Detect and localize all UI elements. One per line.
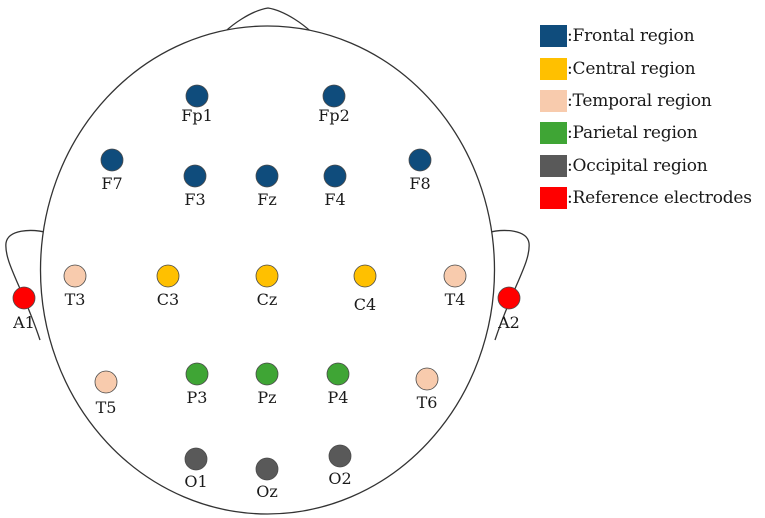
electrode-label-c3: C3 xyxy=(157,290,179,309)
electrode-label-f4: F4 xyxy=(324,190,345,209)
electrode-fz xyxy=(255,164,279,188)
electrode-label-f7: F7 xyxy=(101,174,122,193)
electrode-label-cz: Cz xyxy=(257,290,278,309)
electrode-c3 xyxy=(156,264,180,288)
electrode-label-t4: T4 xyxy=(445,290,466,309)
electrode-t6 xyxy=(415,367,439,391)
electrode-label-f3: F3 xyxy=(184,190,205,209)
electrode-f8 xyxy=(408,148,432,172)
legend-item-occipital: :Occipital region xyxy=(540,150,752,182)
nose-outline xyxy=(209,7,327,49)
electrode-f3 xyxy=(183,164,207,188)
electrode-fp2 xyxy=(322,84,346,108)
legend-swatch-temporal xyxy=(540,89,567,112)
legend-item-temporal: :Temporal region xyxy=(540,85,752,117)
legend-label-reference: :Reference electrodes xyxy=(567,188,752,209)
legend-swatch-frontal xyxy=(540,25,567,48)
electrode-a1 xyxy=(12,286,36,310)
electrode-label-fz: Fz xyxy=(257,190,277,209)
legend-item-parietal: :Parietal region xyxy=(540,117,752,149)
electrode-t4 xyxy=(443,264,467,288)
electrode-label-pz: Pz xyxy=(257,388,276,407)
electrode-o2 xyxy=(328,444,352,468)
electrode-pz xyxy=(255,362,279,386)
electrode-p4 xyxy=(326,362,350,386)
electrode-label-p3: P3 xyxy=(187,388,208,407)
electrode-oz xyxy=(255,457,279,481)
legend-label-occipital: :Occipital region xyxy=(567,155,708,176)
electrode-label-c4: C4 xyxy=(354,295,376,314)
legend: :Frontal region :Central region :Tempora… xyxy=(540,20,752,214)
legend-label-frontal: :Frontal region xyxy=(567,26,695,47)
electrode-label-t5: T5 xyxy=(96,398,117,417)
legend-swatch-reference xyxy=(540,187,567,210)
electrode-label-oz: Oz xyxy=(256,482,278,501)
electrode-p3 xyxy=(185,362,209,386)
legend-item-reference: :Reference electrodes xyxy=(540,182,752,214)
electrode-label-t6: T6 xyxy=(417,393,438,412)
electrode-label-a2: A2 xyxy=(497,313,520,332)
legend-label-temporal: :Temporal region xyxy=(567,90,712,111)
legend-item-frontal: :Frontal region xyxy=(540,20,752,52)
electrode-o1 xyxy=(184,447,208,471)
legend-swatch-parietal xyxy=(540,122,567,145)
electrode-label-fp2: Fp2 xyxy=(318,106,350,125)
legend-label-central: :Central region xyxy=(567,58,696,79)
electrode-label-o1: O1 xyxy=(184,472,207,491)
electrode-fp1 xyxy=(185,84,209,108)
electrode-t3 xyxy=(63,264,87,288)
legend-label-parietal: :Parietal region xyxy=(567,123,698,144)
electrode-a2 xyxy=(497,286,521,310)
electrode-label-fp1: Fp1 xyxy=(181,106,213,125)
legend-item-central: :Central region xyxy=(540,52,752,84)
electrode-cz xyxy=(255,264,279,288)
electrode-label-o2: O2 xyxy=(328,469,351,488)
electrode-c4 xyxy=(353,264,377,288)
legend-swatch-occipital xyxy=(540,154,567,177)
electrode-label-t3: T3 xyxy=(65,290,86,309)
electrode-label-a1: A1 xyxy=(12,313,35,332)
electrode-t5 xyxy=(94,370,118,394)
electrode-f4 xyxy=(323,164,347,188)
electrode-f7 xyxy=(100,148,124,172)
electrode-label-f8: F8 xyxy=(409,174,430,193)
electrode-label-p4: P4 xyxy=(328,388,349,407)
legend-swatch-central xyxy=(540,57,567,80)
